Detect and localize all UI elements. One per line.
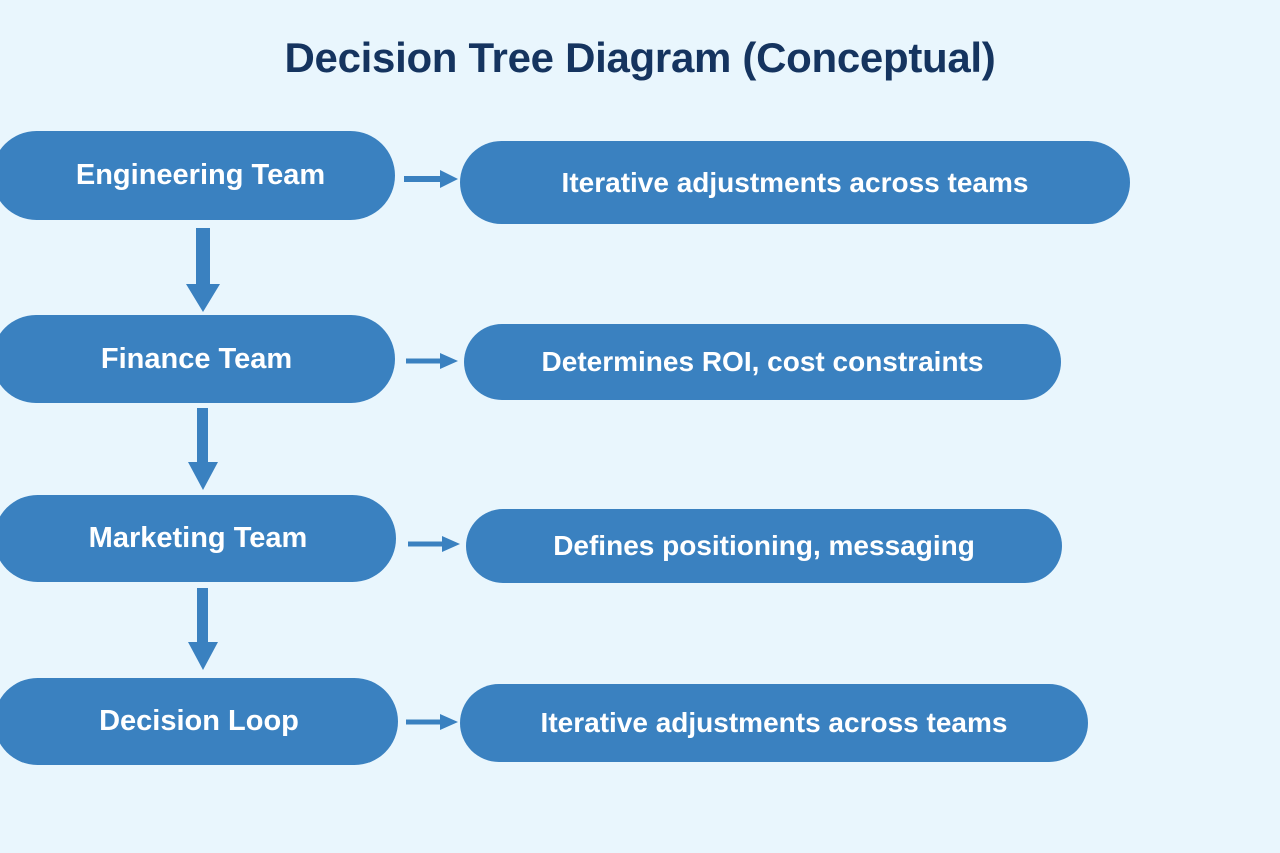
arrow-down-icon-row-2-to-3 [188, 408, 218, 490]
node-pill-decision-loop[interactable]: Decision Loop [0, 678, 398, 765]
detail-pill-row-3[interactable]: Defines positioning, messaging [466, 509, 1062, 583]
detail-pill-row-2[interactable]: Determines ROI, cost constraints [464, 324, 1061, 400]
detail-label: Iterative adjustments across teams [561, 166, 1029, 198]
node-pill-engineering-team[interactable]: Engineering Team [0, 131, 395, 220]
arrow-right-icon-row-1 [404, 170, 458, 188]
arrow-right-icon-row-4 [406, 714, 458, 730]
arrow-down-icon-row-3-to-4 [188, 588, 218, 670]
detail-pill-row-1[interactable]: Iterative adjustments across teams [460, 141, 1130, 224]
node-label: Finance Team [100, 342, 293, 375]
node-label: Decision Loop [99, 705, 299, 737]
node-pill-finance-team[interactable]: Finance Team [0, 315, 395, 403]
detail-label: Defines positioning, messaging [553, 530, 975, 561]
node-pill-marketing-team[interactable]: Marketing Team [0, 495, 396, 582]
detail-label: Determines ROI, cost constraints [541, 346, 984, 377]
detail-label: Iterative adjustments across teams [540, 707, 1008, 738]
arrow-right-icon-row-3 [408, 536, 460, 552]
arrow-down-icon-row-1-to-2 [186, 228, 220, 312]
page-title: Decision Tree Diagram (Conceptual) [284, 34, 996, 81]
arrow-right-icon-row-2 [406, 353, 458, 369]
detail-pill-row-4[interactable]: Iterative adjustments across teams [460, 684, 1088, 762]
node-label: Engineering Team [75, 159, 326, 191]
node-label: Marketing Team [88, 522, 308, 554]
